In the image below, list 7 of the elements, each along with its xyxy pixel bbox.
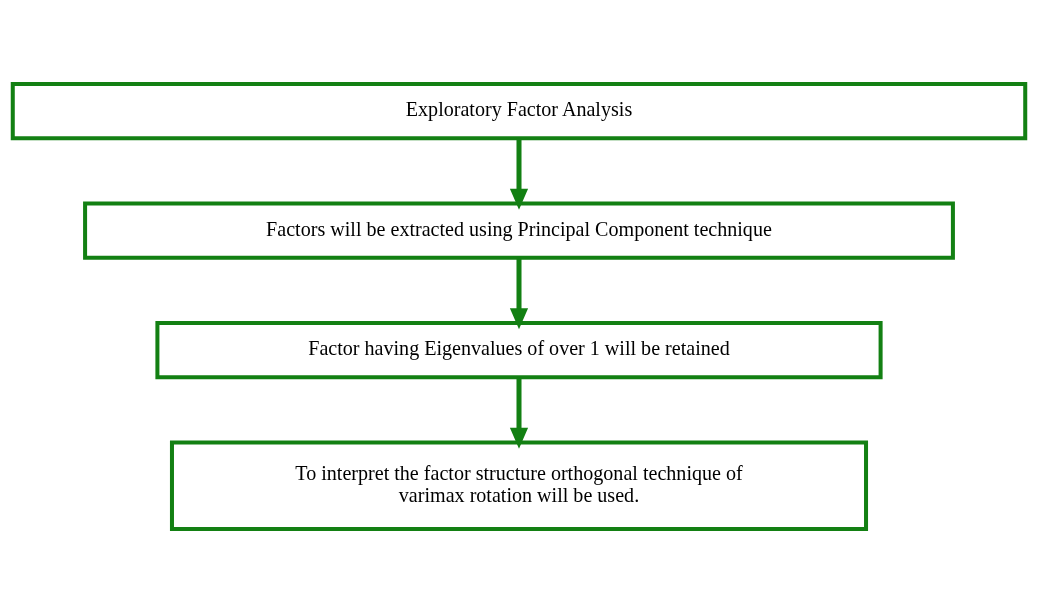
- arrow: [509, 257, 529, 329]
- node-box: Factors will be extracted using Principal Component technique: [83, 201, 955, 260]
- arrow: [509, 138, 529, 210]
- node-box: Exploratory Factor Analysis: [10, 81, 1028, 140]
- node-box: To interpret the factor structure orthogonal technique of varimax rotation will be used.: [169, 440, 869, 531]
- arrow: [509, 377, 529, 449]
- node-box: Factor having Eigenvalues of over 1 will be retained: [155, 320, 883, 379]
